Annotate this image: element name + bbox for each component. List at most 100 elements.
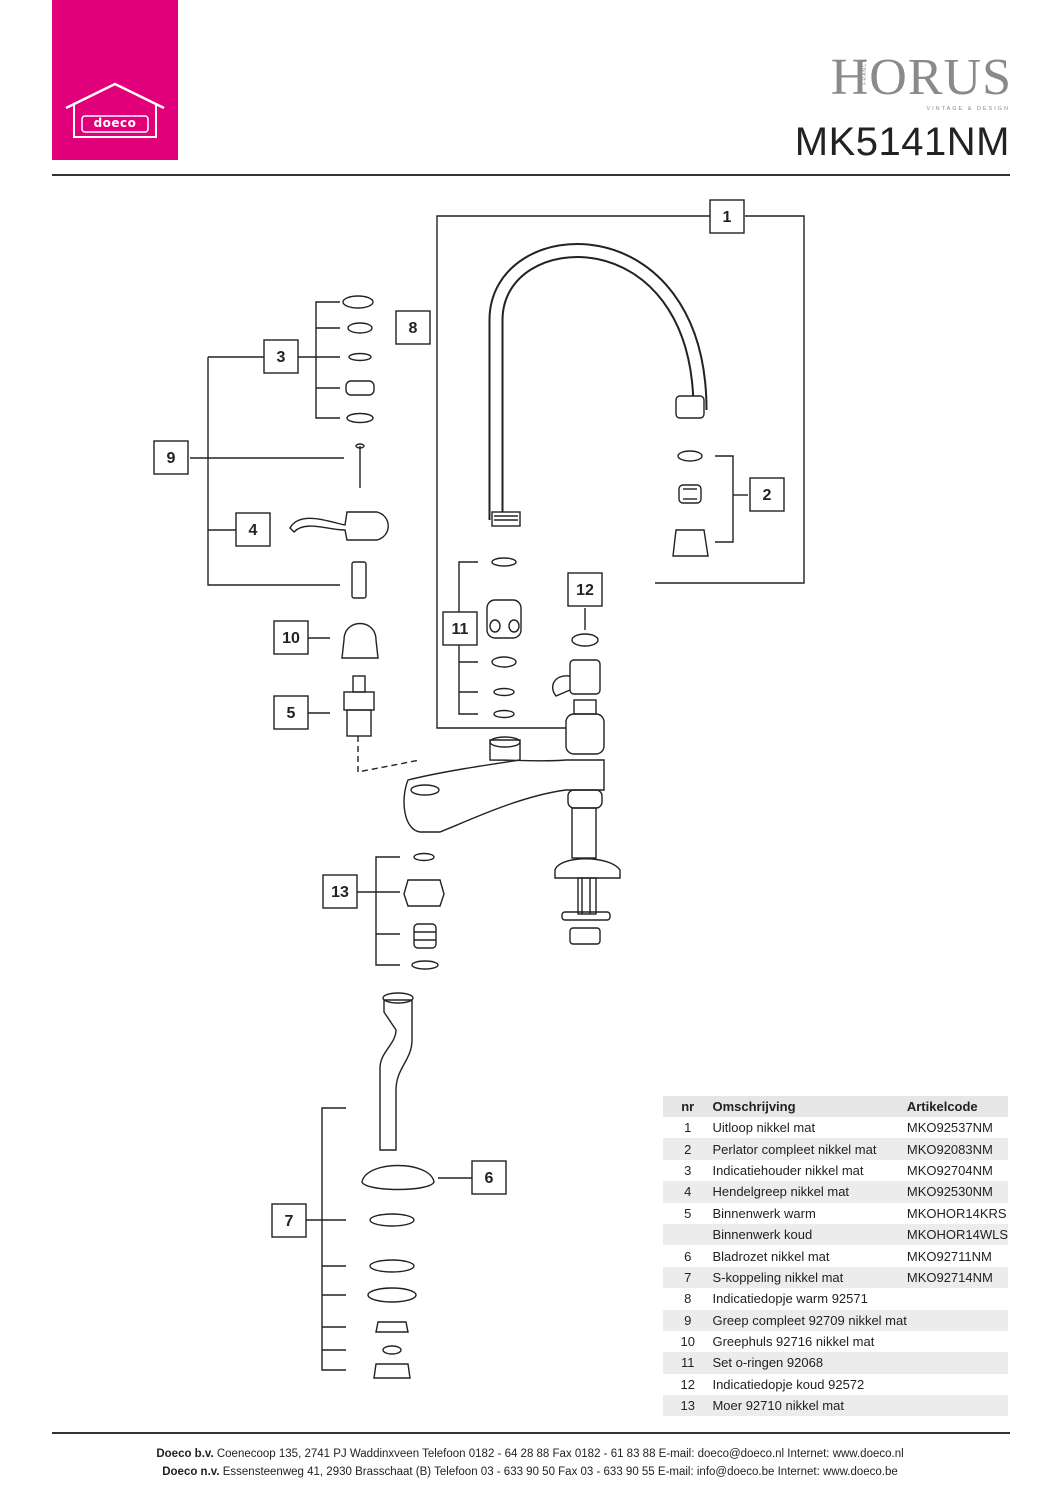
callout-label: 1	[723, 209, 732, 226]
callout-label: 12	[576, 582, 594, 599]
part-article-code	[907, 1374, 1008, 1395]
footer-divider	[52, 1432, 1010, 1434]
callout-label: 7	[285, 1213, 294, 1230]
part-number: 10	[680, 1334, 695, 1350]
part-number: 7	[663, 1266, 713, 1289]
part-article-code	[906, 1395, 1008, 1417]
doeco-logo: doeco	[52, 0, 178, 160]
horus-brand: FRANCE HORUS VINTAGE & DESIGN	[831, 50, 1012, 113]
footer-line-be: Doeco n.v. Essensteenweg 41, 2930 Brassc…	[0, 1466, 1060, 1478]
footer-company-be: Doeco n.v.	[162, 1466, 220, 1478]
footer-text-be: Essensteenweg 41, 2930 Brasschaat (B) Te…	[222, 1466, 898, 1478]
part-article-code	[906, 1352, 1008, 1374]
part-description: Moer 92710 nikkel mat	[712, 1395, 907, 1417]
part-description: Set o-ringen 92068	[712, 1352, 907, 1374]
callout-label: 6	[485, 1170, 494, 1187]
part-article-code	[906, 1309, 1008, 1331]
callout-label: 4	[249, 522, 258, 539]
footer-text-nl: Coenecoop 135, 2741 PJ Waddinxveen Telef…	[216, 1448, 904, 1460]
callout-8: 8	[395, 310, 431, 345]
part-description: Greephuls 92716 nikkel mat	[712, 1334, 875, 1350]
callout-label: 2	[763, 487, 772, 504]
header-description: Omschrijving	[712, 1096, 907, 1117]
part-description: Bladrozet nikkel mat	[712, 1248, 830, 1264]
callout-13: 13	[322, 874, 358, 909]
part-article-code: MKO92704NM	[906, 1162, 993, 1178]
part-article-code: MKO92537NM	[906, 1120, 993, 1136]
callout-1: 1	[709, 199, 745, 234]
table-row: 1 Uitloop nikkel mat MKO92537NM	[663, 1117, 1008, 1138]
callout-label: 9	[167, 450, 176, 467]
part-article-code: MKO92083NM	[906, 1138, 1008, 1160]
footer-company-nl: Doeco b.v.	[156, 1448, 214, 1460]
part-article-code: MKO92530NM	[906, 1181, 1008, 1203]
table-row: 12 Indicatiedopje koud 92572	[663, 1374, 1008, 1395]
callout-label: 11	[452, 621, 469, 638]
model-number: MK5141NM	[794, 120, 1010, 164]
parts-table: nr Omschrijving Artikelcode 1 Uitloop nik…	[663, 1096, 1008, 1417]
callout-label: 8	[409, 320, 418, 337]
part-number: 1	[684, 1120, 692, 1136]
callout-3: 3	[263, 339, 299, 374]
part-article-code: MKO92711NM	[906, 1248, 992, 1264]
table-header-row: nr Omschrijving Artikelcode	[663, 1096, 1008, 1117]
part-description: Greep compleet 92709 nikkel mat	[712, 1309, 907, 1331]
callout-label: 10	[282, 630, 300, 647]
callout-10: 10	[273, 620, 309, 655]
house-logo-icon	[65, 82, 165, 138]
part-description: S-koppeling nikkel mat	[712, 1266, 907, 1289]
table-row: 5 Binnenwerk warm MKOHOR14KRS	[663, 1203, 1008, 1224]
part-article-code: MKO92714NM	[906, 1266, 1008, 1289]
callout-11: 11	[442, 611, 478, 646]
part-description: Indicatiedopje warm 92571	[712, 1291, 868, 1307]
part-description: Indicatiedopje koud 92572	[712, 1376, 865, 1392]
table-row: 8 Indicatiedopje warm 92571	[663, 1288, 1008, 1309]
callout-12: 12	[567, 572, 603, 607]
part-description: Perlator compleet nikkel mat	[712, 1138, 907, 1160]
part-number: 13	[663, 1395, 713, 1417]
table-row: 10 Greephuls 92716 nikkel mat	[663, 1331, 1008, 1352]
callout-2: 2	[749, 477, 785, 512]
part-number: 9	[663, 1309, 713, 1331]
part-description: Binnenwerk koud	[712, 1223, 907, 1246]
part-number: 6	[684, 1248, 692, 1264]
callout-label: 5	[287, 705, 296, 722]
part-number: 5	[684, 1205, 692, 1221]
callout-9: 9	[153, 440, 189, 475]
part-number: 8	[684, 1291, 692, 1307]
part-number: 3	[684, 1162, 692, 1178]
callout-4: 4	[235, 512, 271, 547]
callout-label: 13	[331, 884, 349, 901]
brand-tagline: VINTAGE & DESIGN	[926, 106, 1010, 112]
header-nr: nr	[663, 1096, 713, 1117]
header-article-code: Artikelcode	[906, 1096, 1008, 1117]
header-divider	[52, 174, 1010, 176]
part-article-code: MKOHOR14KRS	[906, 1205, 1007, 1221]
part-article-code	[907, 1288, 1008, 1309]
part-description: Hendelgreep nikkel mat	[712, 1181, 907, 1203]
part-number: 2	[663, 1138, 713, 1160]
part-description: Uitloop nikkel mat	[712, 1120, 816, 1136]
footer-line-nl: Doeco b.v. Coenecoop 135, 2741 PJ Waddin…	[0, 1448, 1060, 1460]
part-article-code	[907, 1331, 1008, 1352]
part-article-code: MKOHOR14WLS	[906, 1223, 1008, 1246]
callout-6: 6	[471, 1160, 507, 1195]
part-number: 4	[663, 1181, 713, 1203]
part-number	[663, 1223, 713, 1246]
callout-7: 7	[271, 1203, 307, 1238]
logo-text: doeco	[93, 116, 137, 130]
part-description: Binnenwerk warm	[712, 1205, 816, 1221]
callout-label: 3	[277, 349, 286, 366]
part-number: 11	[663, 1352, 713, 1374]
part-description: Indicatiehouder nikkel mat	[712, 1162, 864, 1178]
brand-name: HORUS	[830, 49, 1012, 106]
part-number: 12	[680, 1376, 695, 1392]
